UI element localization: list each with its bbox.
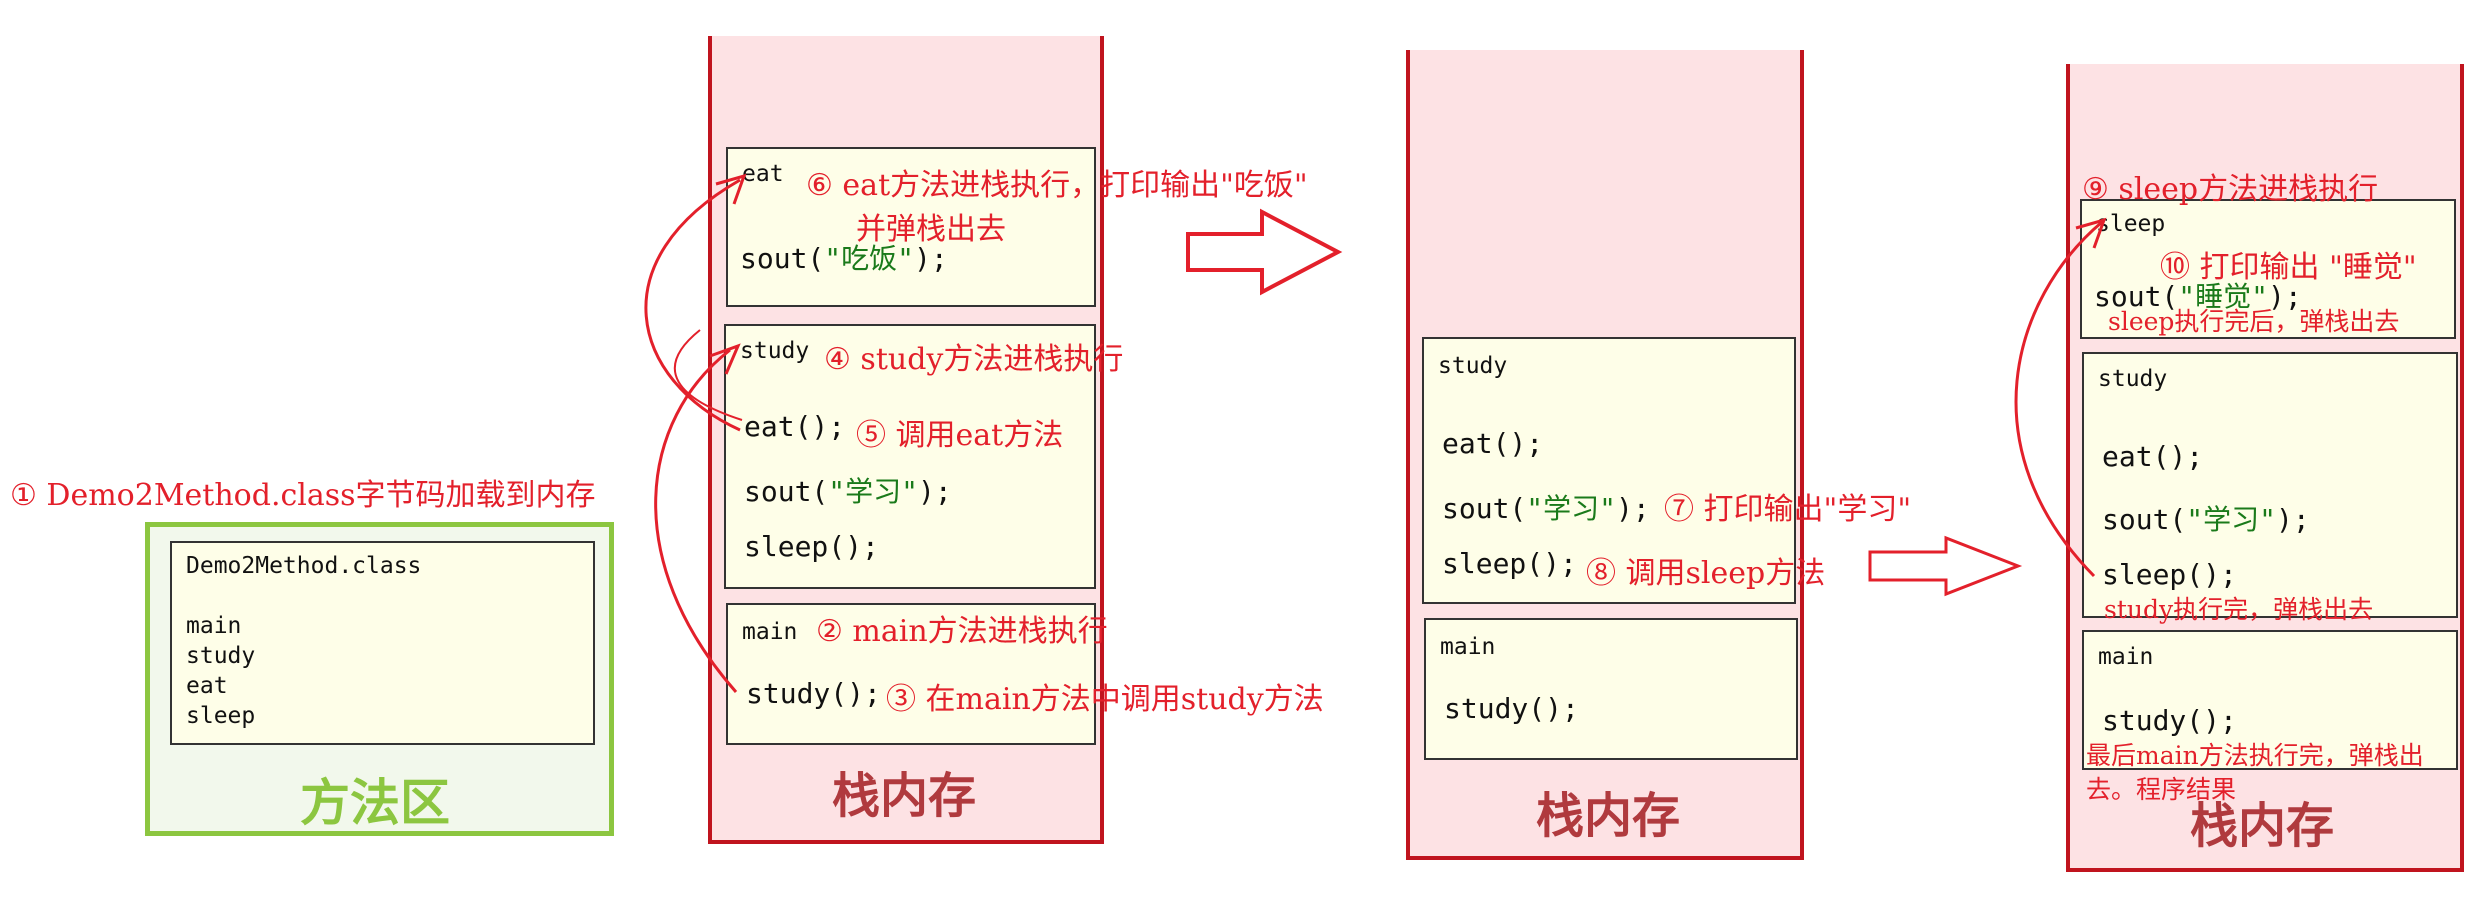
method-study: study (186, 643, 256, 669)
study-line-sout: sout("学习"); (1442, 492, 1650, 525)
study-line-eat: eat(); (1442, 427, 1544, 460)
frame-name: main (2098, 644, 2154, 670)
frame-name: study (1438, 353, 1508, 379)
note-4: ④ study方法进栈执行 (824, 342, 1124, 377)
note-6: ⑥ eat方法进栈执行，打印输出"吃饭" (806, 168, 1308, 203)
note-9: ⑨ sleep方法进栈执行 (2082, 172, 2379, 207)
method-main: main (186, 613, 242, 639)
stack-memory-1: eat sout("吃饭"); study eat(); sout("学习");… (708, 36, 1104, 844)
sleep-frame: sleep sout("睡觉"); (2080, 199, 2456, 339)
block-arrow-right-icon (1186, 208, 1343, 296)
note-8: ⑧ 调用sleep方法 (1586, 556, 1826, 591)
study-frame: study eat(); sout("学习"); sleep(); (1422, 337, 1796, 604)
note-10: ⑩ 打印输出 "睡觉" (2160, 250, 2417, 285)
note-sleep-pop: sleep执行完后，弹栈出去 (2108, 307, 2400, 336)
frame-name: study (2098, 366, 2168, 392)
study-line-sleep: sleep(); (1442, 547, 1577, 580)
stack-title: 栈内存 (2190, 798, 2335, 854)
frame-name: main (1440, 634, 1496, 660)
class-name: Demo2Method.class (186, 553, 422, 579)
eat-frame: eat sout("吃饭"); (726, 147, 1096, 307)
method-area-title: 方法区 (300, 774, 450, 832)
study-line-eat: eat(); (2102, 440, 2204, 473)
note-main-pop-1: 最后main方法执行完，弹栈出 (2086, 741, 2424, 770)
main-frame: main study(); (1424, 618, 1798, 760)
note-5: ⑤ 调用eat方法 (856, 418, 1064, 453)
method-sleep: sleep (186, 703, 256, 729)
main-frame: main study(); (2082, 630, 2458, 770)
method-area: Demo2Method.class main study eat sleep 方… (145, 522, 614, 836)
frame-name: eat (742, 161, 784, 187)
stack-memory-3: sleep sout("睡觉"); study eat(); sout("学习"… (2066, 64, 2464, 872)
main-line-study: study(); (746, 677, 881, 710)
eat-sout: sout("吃饭"); (740, 242, 948, 275)
study-line-sout: sout("学习"); (2102, 503, 2310, 536)
frame-name: study (740, 338, 810, 364)
study-line-sleep: sleep(); (744, 530, 879, 563)
note-2: ② main方法进栈执行 (816, 614, 1108, 649)
method-eat: eat (186, 673, 228, 699)
note-7: ⑦ 打印输出"学习" (1664, 492, 1912, 527)
study-line-sleep: sleep(); (2102, 558, 2237, 591)
note-main-pop-2: 去。程序结果 (2086, 775, 2237, 804)
study-line-sout: sout("学习"); (744, 475, 952, 508)
stack-title: 栈内存 (1536, 788, 1681, 844)
frame-name: main (742, 619, 798, 645)
class-box: Demo2Method.class main study eat sleep (170, 541, 595, 745)
note-study-pop: study执行完，弹栈出去 (2104, 595, 2374, 624)
study-line-eat: eat(); (744, 410, 846, 443)
note-3: ③ 在main方法中调用study方法 (886, 682, 1324, 717)
main-line-study: study(); (1444, 692, 1579, 725)
study-frame: study eat(); sout("学习"); sleep(); (2082, 352, 2458, 618)
block-arrow-right-icon (1868, 535, 2023, 597)
frame-name: sleep (2096, 211, 2166, 237)
main-line-study: study(); (2102, 704, 2237, 737)
method-area-note: ① Demo2Method.class字节码加载到内存 (10, 478, 596, 513)
stack-memory-2: study eat(); sout("学习"); sleep(); main s… (1406, 50, 1804, 860)
stack-title: 栈内存 (832, 768, 977, 824)
note-6-cont: 并弹栈出去 (856, 212, 1006, 247)
sleep-sout: sout("睡觉"); (2094, 280, 2302, 313)
